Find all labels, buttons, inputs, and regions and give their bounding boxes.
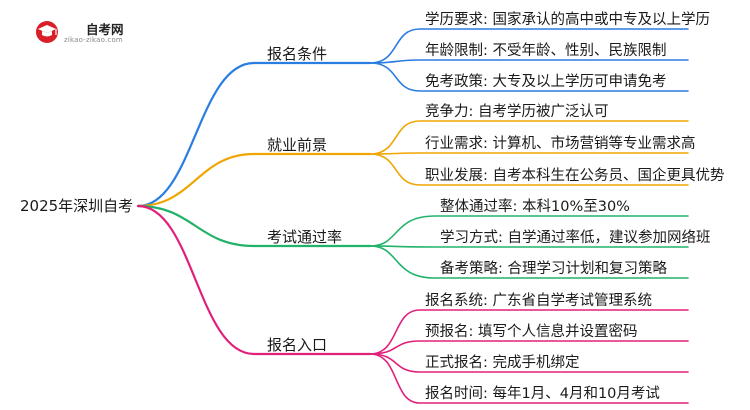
site-logo[interactable]: 自考网 zikao-zikao.com: [34, 14, 152, 48]
leaf-connector: [369, 353, 689, 404]
leaf-age-limit: 年龄限制: 不受年龄、性别、民族限制: [425, 43, 667, 59]
leaf-connector: [369, 62, 689, 92]
root-node: 2025年深圳自考: [20, 197, 134, 215]
leaf-overall-pass-rate: 整体通过率: 本科10%至30%: [440, 199, 630, 215]
branch-label-employment-prospects: 就业前景: [267, 136, 328, 154]
leaf-exemption-policy: 免考政策: 大专及以上学历可申请免考: [425, 74, 667, 90]
leaf-career-development: 职业发展: 自考本科生在公务员、国企更具优势: [425, 168, 725, 184]
leaf-formal-registration: 正式报名: 完成手机绑定: [425, 355, 580, 371]
leaf-pre-registration: 预报名: 填写个人信息并设置密码: [425, 324, 638, 340]
branch-connector: [136, 204, 372, 248]
branch-label-registration-conditions: 报名条件: [267, 45, 328, 63]
leaf-competitiveness: 竞争力: 自考学历被广泛认可: [425, 104, 609, 120]
leaf-connector: [369, 120, 689, 155]
branch-connector: [136, 61, 372, 208]
leaf-registration-system: 报名系统: 广东省自学考试管理系统: [425, 293, 652, 309]
branch-connector: [136, 204, 372, 356]
leaf-connector: [369, 340, 689, 355]
leaf-education-requirement: 学历要求: 国家承认的高中或中专及以上学历: [425, 12, 710, 28]
leaf-connector: [369, 59, 689, 64]
leaf-connector: [369, 153, 689, 186]
leaf-connector: [369, 28, 689, 64]
branch-label-pass-rate: 考试通过率: [267, 228, 343, 246]
leaf-registration-time: 报名时间: 每年1月、4月和10月考试: [425, 386, 660, 402]
leaf-connector: [369, 152, 689, 155]
logo-url: zikao-zikao.com: [64, 36, 123, 44]
leaf-connector: [369, 353, 689, 373]
leaf-industry-demand: 行业需求: 计算机、市场营销等专业需求高: [425, 136, 696, 152]
branch-connector: [136, 152, 372, 208]
leaf-exam-strategy: 备考策略: 合理学习计划和复习策略: [440, 261, 667, 277]
graduation-cap-icon: [36, 21, 58, 43]
leaf-connector: [369, 215, 689, 247]
leaf-connector: [369, 245, 689, 279]
leaf-study-method: 学习方式: 自学通过率低，建议参加网络班: [440, 230, 711, 246]
leaf-connector: [369, 245, 689, 248]
logo-name: 自考网: [86, 22, 124, 37]
leaf-connector: [369, 309, 689, 355]
branch-label-registration-portal: 报名入口: [267, 336, 328, 354]
